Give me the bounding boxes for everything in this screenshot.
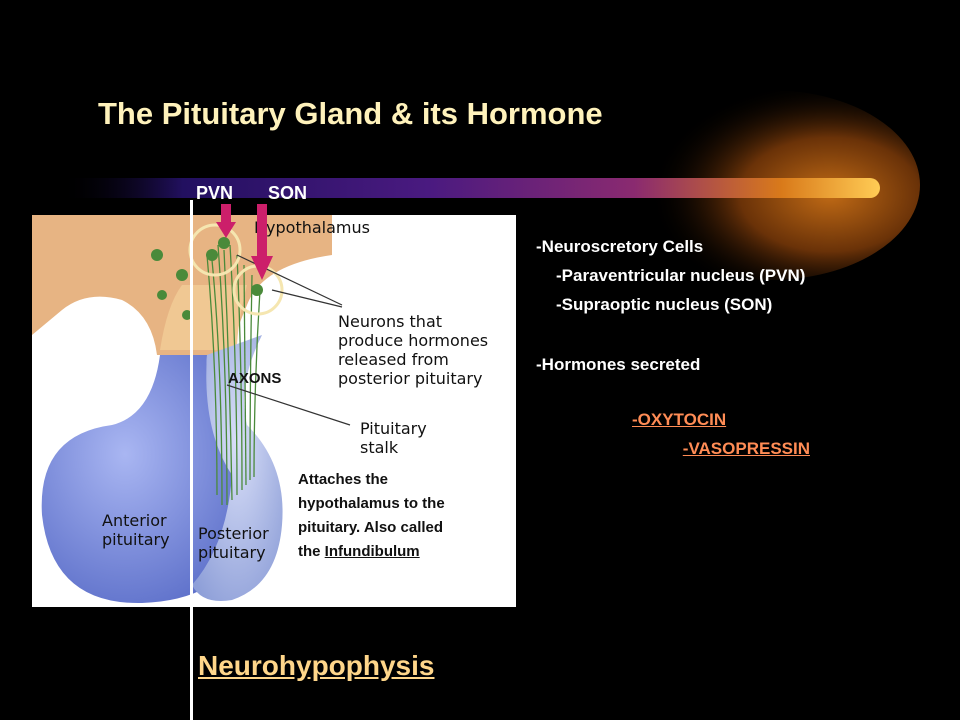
neurohypophysis-label: Neurohypophysis xyxy=(198,650,435,681)
pituitary-illustration xyxy=(32,215,351,604)
infundibulum-note: Attaches the hypothalamus to the pituita… xyxy=(298,468,445,564)
note-line: pituitary. Also called xyxy=(298,519,444,536)
note-line: the Infundibulum xyxy=(298,540,445,564)
son-arrow xyxy=(251,204,273,280)
neurons-label-line: produce hormones xyxy=(338,331,489,350)
neurons-label-line: Neurons that xyxy=(338,312,443,331)
pvn-line: -Paraventricular nucleus (PVN) xyxy=(556,266,806,285)
anterior-label-line: pituitary xyxy=(102,530,170,549)
pvn-tag: PVN xyxy=(196,183,234,203)
note-line: hypothalamus to the xyxy=(298,495,445,512)
divider-line xyxy=(190,200,193,720)
vasopressin-item: -VASOPRESSIN xyxy=(682,439,810,458)
note-line: Attaches the xyxy=(298,471,389,488)
anterior-label-line: Anterior xyxy=(102,511,167,530)
note-prefix: the xyxy=(298,543,325,560)
stalk-label-line: stalk xyxy=(360,438,399,457)
anterior-pituitary-shape xyxy=(41,355,250,604)
axons-label: AXONS xyxy=(228,370,282,387)
infundibulum-region xyxy=(160,285,247,350)
posterior-pituitary-label: Posterior pituitary xyxy=(198,524,269,562)
hypothalamus-label: Hypothalamus xyxy=(254,218,370,237)
nucleus-arrows xyxy=(216,204,273,280)
pituitary-diagram: Hypothalamus Neurons that produce hormon… xyxy=(32,215,516,607)
posterior-label-line: Posterior xyxy=(198,524,269,543)
stalk-label-line: Pituitary xyxy=(360,419,427,438)
neurons-label-line: posterior pituitary xyxy=(338,369,483,388)
posterior-label-line: pituitary xyxy=(198,543,266,562)
son-line: -Supraoptic nucleus (SON) xyxy=(556,295,773,314)
neurons-label: Neurons that produce hormones released f… xyxy=(338,312,488,388)
oxytocin-item: -OXYTOCIN xyxy=(632,410,727,429)
stalk-label: Pituitary stalk xyxy=(360,419,427,457)
infundibulum-term: Infundibulum xyxy=(324,543,420,560)
son-tag: SON xyxy=(268,183,308,203)
anterior-pituitary-label: Anterior pituitary xyxy=(102,511,170,549)
neurosecretory-heading: -Neuroscretory Cells xyxy=(536,237,704,256)
neurons-label-line: released from xyxy=(338,350,449,369)
pvn-arrow xyxy=(216,204,236,238)
slide-title: The Pituitary Gland & its Hormone xyxy=(98,96,603,131)
hormones-heading: -Hormones secreted xyxy=(536,355,701,374)
neuron-cell-bodies xyxy=(151,237,263,320)
